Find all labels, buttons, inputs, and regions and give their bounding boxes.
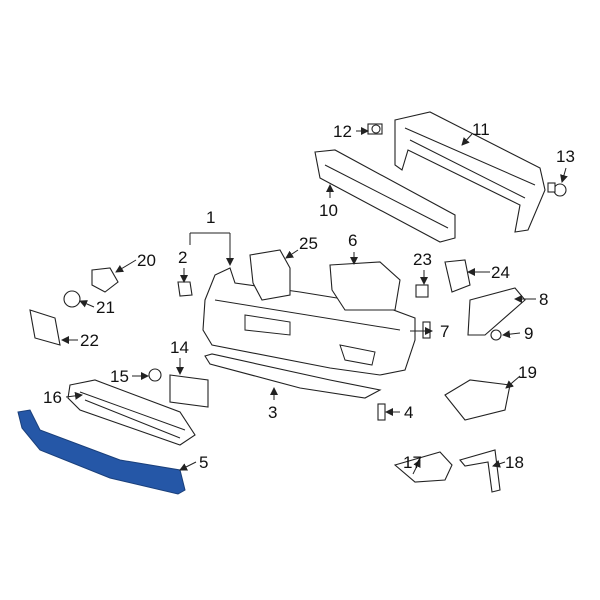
callout-24: 24: [491, 263, 510, 282]
callout-23: 23: [413, 250, 432, 269]
callout-17: 17: [403, 453, 422, 472]
callout-15: 15: [110, 367, 129, 386]
part-11-reinforcement[interactable]: [394, 111, 546, 233]
callout-13: 13: [556, 147, 575, 166]
callout-19: 19: [518, 363, 537, 382]
callout-21: 21: [96, 298, 115, 317]
callout-2: 2: [178, 248, 187, 267]
part-6-bracket[interactable]: [329, 261, 401, 311]
part-20-sensor[interactable]: [91, 267, 119, 293]
callout-6: 6: [348, 231, 357, 250]
part-22-bracket[interactable]: [29, 309, 61, 346]
part-24-bracket[interactable]: [444, 259, 471, 293]
part-17-fog-cover[interactable]: [393, 451, 453, 483]
part-3-strip[interactable]: [204, 353, 382, 399]
callout-labels: 1 2 3 4 5 6 7 8 9 10 11 12 13 14 15 16 1…: [43, 120, 575, 472]
part-5-spoiler[interactable]: [17, 409, 186, 495]
callout-9: 9: [524, 324, 533, 343]
callout-22: 22: [80, 331, 99, 350]
callout-7: 7: [440, 322, 449, 341]
callout-8: 8: [539, 290, 548, 309]
callout-3: 3: [268, 403, 277, 422]
part-23-clip[interactable]: [415, 284, 429, 298]
part-19-bracket[interactable]: [444, 379, 511, 421]
part-4-bolt[interactable]: [377, 403, 386, 421]
callout-5: 5: [199, 453, 208, 472]
part-21-ring[interactable]: [63, 290, 81, 308]
part-2-clip[interactable]: [177, 281, 193, 297]
part-13-nut[interactable]: [547, 182, 567, 197]
part-7-bolt[interactable]: [422, 321, 431, 339]
callout-12: 12: [333, 122, 352, 141]
callout-18: 18: [505, 453, 524, 472]
callout-16: 16: [43, 388, 62, 407]
callout-10: 10: [319, 201, 338, 220]
callout-25: 25: [299, 234, 318, 253]
part-25-module[interactable]: [249, 249, 291, 301]
part-9-nut[interactable]: [490, 329, 502, 341]
part-1-bumper-cover[interactable]: [202, 267, 416, 376]
callout-1: 1: [206, 208, 215, 227]
part-18-trim[interactable]: [459, 449, 501, 493]
part-14-license-bracket[interactable]: [169, 374, 209, 408]
callout-4: 4: [404, 403, 413, 422]
leader-lines: [61, 127, 568, 475]
part-10-absorber[interactable]: [314, 149, 456, 243]
part-16-grille[interactable]: [67, 379, 196, 446]
callout-20: 20: [137, 251, 156, 270]
part-15-clip[interactable]: [148, 368, 162, 382]
part-8-guide[interactable]: [467, 287, 526, 336]
callout-14: 14: [170, 338, 189, 357]
callout-11: 11: [472, 120, 490, 139]
part-12-bolt[interactable]: [367, 123, 383, 135]
